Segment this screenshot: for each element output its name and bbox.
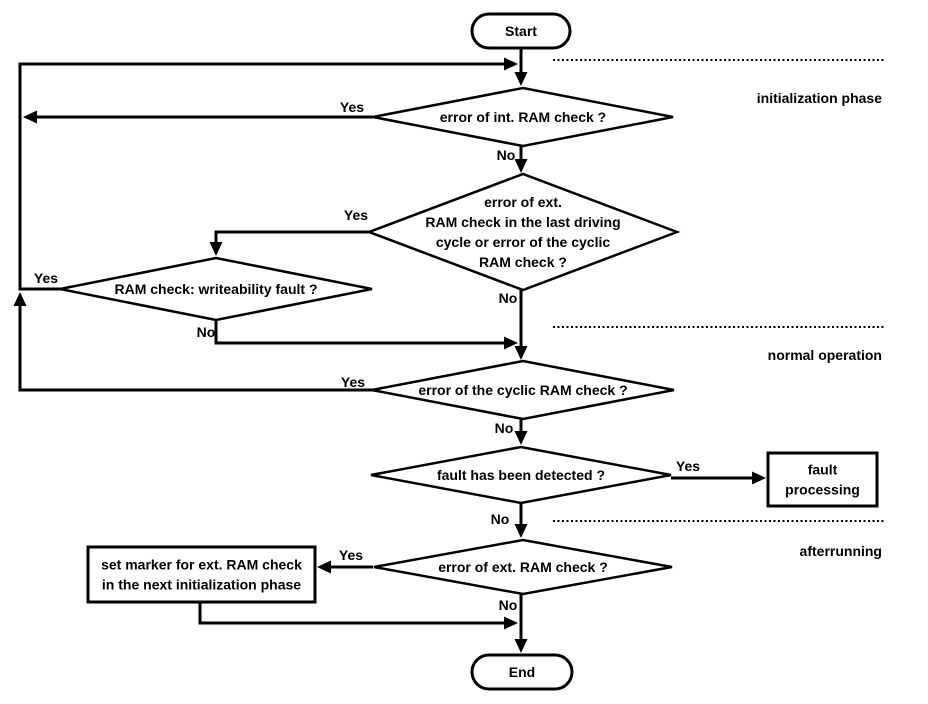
- terminator-shape: [470, 653, 574, 691]
- edge-ext-no: [514, 594, 528, 653]
- arrowhead-icon: [504, 336, 518, 350]
- phase-label-initialization: initialization phase: [757, 90, 882, 106]
- edge-start-to-int-ram: [514, 48, 528, 86]
- node-fault-detected: fault has been detected ?: [370, 445, 672, 505]
- phase-label-afterrunning: afterrunning: [800, 543, 882, 559]
- arrowhead-icon: [209, 242, 223, 256]
- branch-label-yes-ext-last: Yes: [344, 207, 368, 223]
- node-label-cyclic-check: error of the cyclic RAM check ?: [418, 382, 627, 398]
- branch-label-yes-cyclic: Yes: [341, 374, 365, 390]
- edge-writeability-yes-loop: [18, 57, 518, 291]
- decision-shape: [370, 445, 672, 505]
- node-label-end: End: [509, 664, 535, 680]
- arrowhead-icon: [514, 524, 528, 538]
- node-label-ext-last-check: error of ext.RAM check in the last drivi…: [425, 194, 620, 270]
- edge-cyclic-no: [514, 419, 528, 445]
- edge-writeability-no: [214, 320, 518, 350]
- edge-fault-no: [514, 503, 528, 538]
- branch-label-no-fault: No: [491, 511, 510, 527]
- node-label-start: Start: [505, 23, 537, 39]
- process-shape: [86, 545, 317, 604]
- branch-label-no-int-ram: No: [497, 147, 516, 163]
- node-end: End: [470, 653, 574, 691]
- decision-shape: [59, 256, 373, 322]
- edge-ext-last-yes: [209, 230, 370, 256]
- node-ext-ram-check: error of ext. RAM check ?: [373, 538, 673, 596]
- branch-label-no-writeability: No: [197, 324, 216, 340]
- edge-cyclic-yes-loop: [13, 292, 373, 392]
- edge-set-marker-out: [198, 602, 518, 630]
- decision-shape: [372, 86, 674, 148]
- decision-shape: [365, 172, 681, 292]
- edge-ext-last-no: [514, 290, 528, 360]
- node-label-writeability: RAM check: writeability fault ?: [114, 281, 317, 297]
- edge-fault-yes: [671, 471, 766, 485]
- node-writeability: RAM check: writeability fault ?: [59, 256, 373, 322]
- arrowhead-icon: [13, 292, 27, 306]
- phase-label-normal: normal operation: [768, 347, 882, 363]
- decision-shape: [373, 538, 673, 596]
- branch-label-no-ext-last: No: [499, 290, 518, 306]
- node-int-ram-check: error of int. RAM check ?: [372, 86, 674, 148]
- arrowhead-icon: [514, 431, 528, 445]
- edge-int-ram-no: [514, 146, 528, 173]
- branch-label-yes-int-ram: Yes: [340, 99, 364, 115]
- node-ext-last-check: error of ext.RAM check in the last drivi…: [365, 172, 681, 292]
- arrowhead-icon: [514, 159, 528, 173]
- branch-label-yes-ext: Yes: [339, 547, 363, 563]
- edge-int-ram-yes-to-rail: [23, 110, 373, 124]
- arrowhead-icon: [23, 110, 37, 124]
- node-label-fault-detected: fault has been detected ?: [437, 467, 605, 483]
- branch-label-no-cyclic: No: [495, 420, 514, 436]
- arrowhead-icon: [504, 57, 518, 71]
- arrowhead-icon: [504, 616, 518, 630]
- arrowhead-icon: [514, 639, 528, 653]
- branch-label-no-ext: No: [499, 597, 518, 613]
- edge-ext-yes: [317, 560, 373, 574]
- branch-label-yes-writeability: Yes: [34, 270, 58, 286]
- node-start: Start: [470, 12, 572, 50]
- arrowhead-icon: [514, 72, 528, 86]
- node-label-int-ram-check: error of int. RAM check ?: [440, 109, 606, 125]
- arrowhead-icon: [752, 471, 766, 485]
- process-shape: [766, 451, 879, 508]
- terminator-shape: [470, 12, 572, 50]
- arrowhead-icon: [317, 560, 331, 574]
- node-label-ext-ram-check: error of ext. RAM check ?: [438, 559, 608, 575]
- decision-shape: [371, 359, 675, 421]
- arrowhead-icon: [514, 346, 528, 360]
- branch-label-yes-fault: Yes: [676, 458, 700, 474]
- node-cyclic-check: error of the cyclic RAM check ?: [371, 359, 675, 421]
